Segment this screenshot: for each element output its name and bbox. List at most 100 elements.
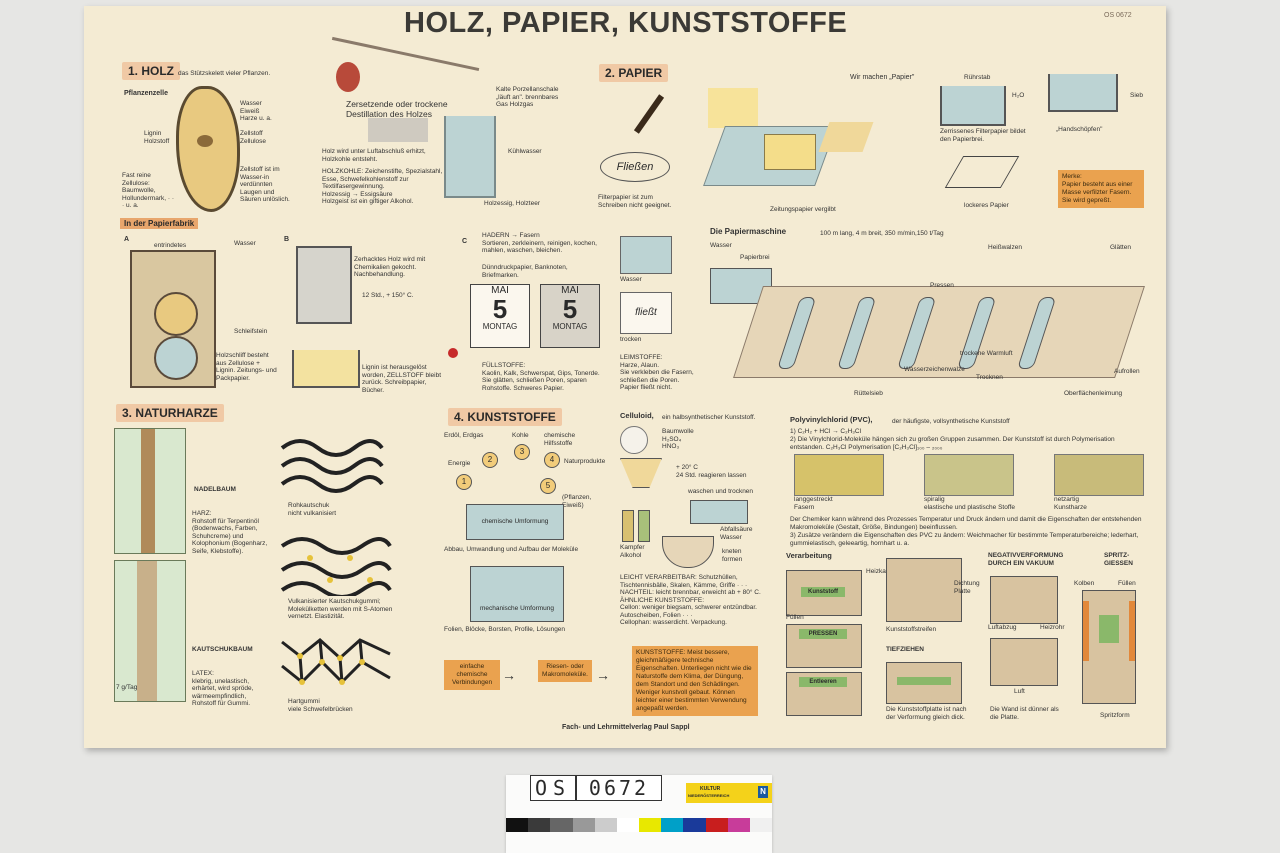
celluloid-heading: Celluloid, — [620, 411, 654, 420]
archive-label-card: OS 0672 KULTUR NIEDERÖSTERREICH N — [506, 775, 773, 853]
calendar-page-1: MAI 5 MONTAG — [470, 284, 530, 348]
hartgummi-label: Hartgummi viele Schwefelbrücken — [288, 698, 353, 713]
cell-wasser-label: Wasser Eiweiß Harze u. a. — [240, 100, 272, 122]
einfache-note: einfache chemische Verbindungen — [444, 660, 500, 690]
fabrik-wasser-label: Wasser — [234, 240, 256, 247]
zeitungspapier-label: Zeitungspapier vergilbt — [770, 206, 836, 213]
pvc-netzartig: netzartig Kunstharze — [1054, 496, 1087, 511]
sieb-label: Sieb — [1130, 92, 1144, 99]
cal1-month: MAI — [491, 285, 509, 296]
mech-umformung-box: mechanische Umformung — [470, 566, 564, 622]
latex-text: LATEX: klebrig, unelastisch, erhärtet, w… — [192, 670, 254, 707]
section-holz-heading: 1. HOLZ — [122, 62, 181, 80]
color-reference-bar — [506, 818, 773, 832]
grinder-illustration — [130, 250, 216, 388]
fuellen2-label: Füllen — [1118, 580, 1136, 587]
section-papier-heading: 2. PAPIER — [599, 64, 669, 82]
luftabzug-label: Luftabzug — [988, 624, 1017, 631]
kalte-porzellanschale: Kalte Porzellanschale „läuft an". brennb… — [496, 86, 559, 108]
abbau-text: Abbau, Umwandlung und Aufbau der Molekül… — [444, 546, 579, 553]
trocken-label: trocken — [620, 336, 642, 343]
arrow-1-icon: → — [502, 667, 516, 683]
rohkautschuk-label: Rohkautschuk nicht vulkanisiert — [288, 502, 337, 517]
fliesst-blot: fließt — [620, 292, 672, 334]
pvc-chemiker: Der Chemiker kann während des Prozesses … — [790, 516, 1142, 531]
raw-rubber-chains — [280, 434, 384, 496]
loose-paper-sheet — [944, 156, 1020, 188]
rubber-tree-illustration — [114, 560, 186, 702]
kautschukbaum-label: KAUTSCHUKBAUM — [192, 646, 253, 653]
input-2-badge: 2 — [482, 452, 498, 468]
hard-rubber-network — [280, 632, 392, 694]
funnel-icon — [620, 458, 662, 488]
celluloid-subheading: ein halbsynthetischer Kunststoff. — [662, 414, 756, 421]
nadelbaum-label: NADELBAUM — [194, 486, 236, 493]
hadern-text: HADERN → Fasern Sortieren, zerkleinern, … — [482, 232, 597, 254]
plant-cell-illustration — [176, 86, 240, 212]
section-kunststoffe-heading: 4. KUNSTSTOFFE — [448, 408, 562, 426]
fuellstoffe-text: FÜLLSTOFFE: Kaolin, Kalk, Schwerspat, Gi… — [482, 362, 600, 392]
heizkanaele-label: Heizkanäle — [866, 568, 899, 575]
papierfabrik-heading: In der Papierfabrik — [120, 218, 199, 229]
fabrik-wasser2-label: Wasser — [620, 276, 642, 283]
energie-label: Energie — [448, 460, 471, 467]
celluloid-kampfer: Kampfer Alkohol — [620, 544, 645, 559]
corner-code: OS 0672 — [1104, 12, 1132, 19]
kunststoffe-note: KUNSTSTOFFE: Meist bessere, gleichmäßige… — [632, 646, 758, 716]
destillation-note: Holz wird unter Luftabschluß erhitzt, Ho… — [322, 148, 426, 163]
press-mold-fill: Kunststoff — [786, 570, 862, 616]
lockeres-label: lockeres Papier — [964, 202, 1009, 209]
section-naturharze-heading: 3. NATURHARZE — [116, 404, 224, 422]
erdoel-label: Erdöl, Erdgas — [444, 432, 484, 439]
merke-note: Merke: Papier besteht aus einer Masse ve… — [1058, 170, 1144, 208]
kultur-logo: KULTUR NIEDERÖSTERREICH N — [686, 783, 772, 803]
pm-heisswalzen-label: Heißwalzen — [988, 244, 1022, 251]
pvc-spiralig: spiralig elastische und plastische Stoff… — [924, 496, 1015, 511]
pulp-basin — [292, 350, 360, 388]
pm-wasser-label: Wasser — [710, 242, 732, 249]
holzschliff-note: Holzschliff besteht aus Zellulose + Lign… — [216, 352, 277, 382]
folien-text: Folien, Blöcke, Borsten, Profile, Lösung… — [444, 626, 566, 633]
burner-stand — [368, 118, 428, 142]
pvc-heading: Polyvinylchlorid (PVC), — [790, 415, 873, 424]
deep-draw-mold — [886, 558, 962, 622]
celluloid-baumwolle: Baumwolle H₂SO₄ HNO₃ — [662, 428, 694, 450]
pm-glaetten-label: Glätten — [1110, 244, 1131, 251]
input-1-badge: 1 — [456, 474, 472, 490]
inventory-prefix: OS — [530, 775, 576, 801]
conifer-tree-illustration — [114, 428, 186, 554]
schleifstein-label: Schleifstein — [234, 328, 268, 335]
holz-subheading: das Stützskelett vieler Pflanzen. — [178, 70, 271, 77]
pvc-network-swatch — [1054, 454, 1144, 496]
pm-aufrollen-label: Aufrollen — [1114, 368, 1140, 375]
pm-wasserzeichen-label: Wasserzeichenwalze — [904, 366, 965, 373]
luft-label: Luft — [1014, 688, 1025, 695]
fabrik-c-label: C — [462, 238, 468, 245]
match-head-icon — [448, 348, 458, 358]
fabrik-a-label: A — [124, 236, 130, 243]
wood-retort-icon — [336, 62, 360, 92]
ruehrstab-label: Rührstab — [964, 74, 991, 81]
pm-ruettelsieb-label: Rüttelsieb — [854, 390, 883, 397]
sun-icon — [708, 88, 758, 128]
handschoepfen-label: „Handschöpfen" — [1056, 126, 1103, 133]
papiermaschine-heading: Die Papiermaschine — [710, 227, 787, 236]
injection-mold — [1082, 590, 1136, 704]
kultur-badge: N — [758, 786, 768, 798]
vulcanized-rubber-chains — [280, 530, 392, 599]
pm-trocknen-label: Trocknen — [976, 374, 1003, 381]
inventory-number: 0672 — [576, 775, 662, 801]
holzkohle-text: HOLZKOHLE: Zeichenstifte, Spezialstahl, … — [322, 168, 443, 205]
zerhacktes-note: Zerhacktes Holz wird mit Chemikalien gek… — [354, 256, 426, 278]
fabrik-b-label: B — [284, 236, 290, 243]
dichtung-label: Dichtung Platte — [954, 580, 980, 595]
input-3-badge: 3 — [514, 444, 530, 460]
input-5-badge: 5 — [540, 478, 556, 494]
digester-illustration — [296, 246, 352, 324]
cell-zellstoff-label: Zellstoff Zellulose — [240, 130, 267, 145]
pvc-langgestreckt: langgestreckt Fasern — [794, 496, 833, 511]
vacuum-mold-2 — [990, 638, 1058, 686]
zerrissenes-note: Zerrissenes Filterpapier bildet den Papi… — [940, 128, 1026, 143]
celluloid-waschen: waschen und trocknen — [688, 488, 754, 495]
tiefziehen-note: Die Kunststoffplatte ist nach der Verfor… — [886, 706, 967, 721]
